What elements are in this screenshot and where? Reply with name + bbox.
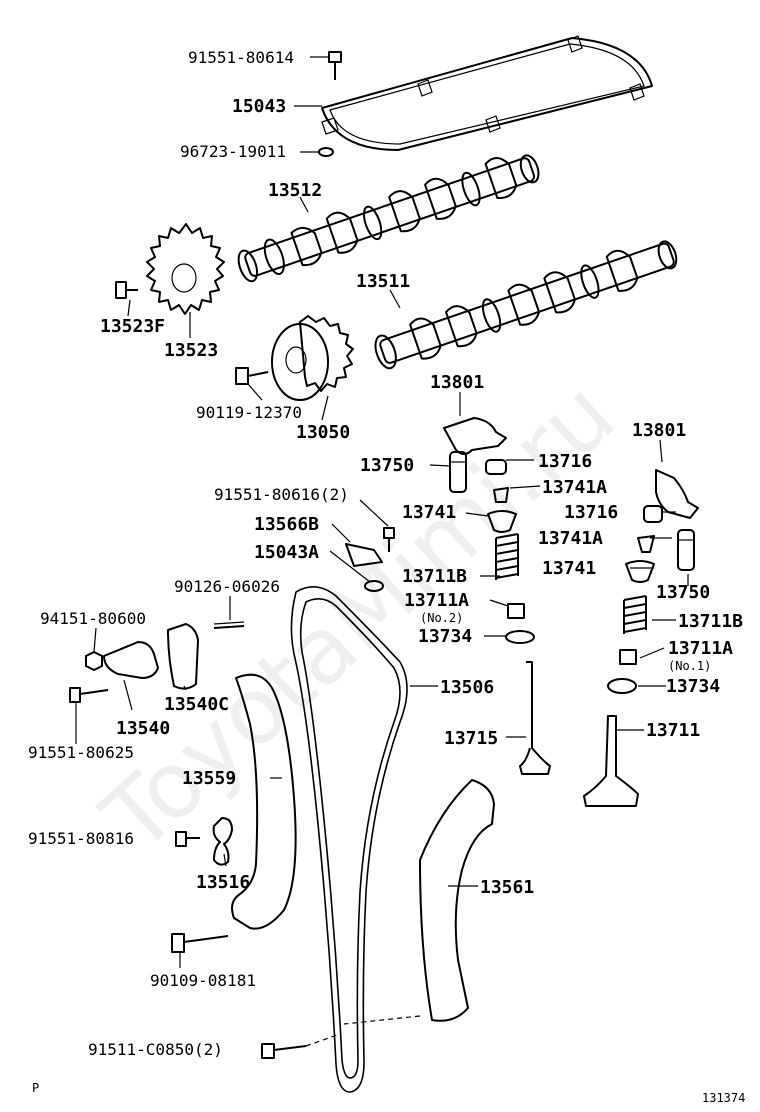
label-94151-80600: 94151-80600 [40, 609, 146, 628]
label-15043A: 15043A [254, 542, 319, 563]
camshaft-13512 [237, 154, 540, 283]
label-13566B: 13566B [254, 514, 319, 535]
label-13734-b: 13734 [666, 676, 720, 697]
label-13559: 13559 [182, 768, 236, 789]
label-13540C: 13540C [164, 694, 229, 715]
diagram-number: 131374 [702, 1091, 745, 1105]
label-13750-b: 13750 [656, 582, 710, 603]
stud-90126-06026 [213, 621, 245, 629]
valve-13715 [519, 661, 551, 775]
keeper-13741A-a [493, 487, 509, 503]
stem-seal-13711A-a [507, 603, 525, 619]
seal-washer-96723 [318, 147, 334, 157]
keeper-13741A-b [637, 535, 655, 553]
label-13512: 13512 [268, 180, 322, 201]
label-96723-19011: 96723-19011 [180, 142, 286, 161]
label-13523F: 13523F [100, 316, 165, 337]
camshaft-sprocket-13523 [146, 223, 225, 315]
chain-guide-13561 [419, 779, 495, 1022]
label-91551-80625: 91551-80625 [28, 743, 134, 762]
spring-13711B-a [495, 533, 519, 580]
label-13711A-b: 13711A [668, 638, 733, 659]
camshaft-13511 [374, 240, 678, 370]
retainer-13741-a [487, 510, 517, 533]
rocker-arm-13801-a [443, 417, 507, 455]
label-13711: 13711 [646, 720, 700, 741]
label-13741-b: 13741 [542, 558, 596, 579]
bolt-91511-C0850 [261, 1043, 307, 1059]
valve-13711 [583, 715, 639, 807]
label-13801-a: 13801 [430, 372, 484, 393]
bolt-91551-80625 [69, 687, 109, 703]
leader-lines [75, 56, 689, 1047]
label-13561: 13561 [480, 877, 534, 898]
label-13741A-b: 13741A [538, 528, 603, 549]
washer-13734-a [505, 630, 535, 644]
watermark-text: ToyotaMimi.ru [83, 361, 635, 873]
shim-13716-a [485, 459, 507, 475]
lash-adjuster-13750-b [677, 529, 695, 571]
label-13511: 13511 [356, 271, 410, 292]
cover-gasket [321, 35, 653, 151]
gasket-13540C [167, 623, 199, 690]
tensioner-arm-13559 [231, 673, 297, 930]
spring-13711B-b [623, 595, 647, 634]
label-13741-a: 13741 [402, 502, 456, 523]
bolt-91551-80816 [175, 831, 200, 847]
label-13716-a: 13716 [538, 451, 592, 472]
label-91511-C0850: 91511-C0850(2) [88, 1040, 223, 1059]
label-13711B-b: 13711B [678, 611, 743, 632]
vvt-gear-13050 [271, 315, 354, 401]
label-no1: (No.1) [668, 659, 711, 673]
bolt-91551-80616 [383, 527, 395, 552]
stem-seal-13711A-b [619, 649, 637, 665]
bolt-91551-80614 [328, 51, 342, 80]
timing-chain-13506 [290, 586, 408, 1093]
label-no2: (No.2) [420, 611, 463, 625]
label-13734-a: 13734 [418, 626, 472, 647]
label-13523: 13523 [164, 340, 218, 361]
label-91551-80616: 91551-80616(2) [214, 485, 349, 504]
label-90109-08181: 90109-08181 [150, 971, 256, 990]
corner-letter: P [32, 1081, 39, 1095]
label-13711A-a: 13711A [404, 590, 469, 611]
lash-adjuster-13750-a [449, 451, 467, 493]
label-13540: 13540 [116, 718, 170, 739]
label-13716-b: 13716 [564, 502, 618, 523]
retainer-13741-b [625, 560, 655, 583]
label-13711B-a: 13711B [402, 566, 467, 587]
label-13741A-a: 13741A [542, 477, 607, 498]
label-13506: 13506 [440, 677, 494, 698]
part-labels: 91551-80614 15043 96723-19011 13512 1351… [28, 48, 743, 1059]
rocker-arm-13801-b [655, 469, 699, 519]
nut-94151-80600 [85, 651, 103, 671]
bolt-90109-08181 [171, 933, 229, 953]
label-13715: 13715 [444, 728, 498, 749]
label-90119-12370: 90119-12370 [196, 403, 302, 422]
shim-13716-b [643, 505, 663, 523]
label-13801-b: 13801 [632, 420, 686, 441]
washer-13734-b [607, 678, 637, 694]
chain-guide-13566B [345, 543, 383, 567]
label-13050: 13050 [296, 422, 350, 443]
bolt-90119-12370 [235, 367, 269, 385]
label-15043: 15043 [232, 96, 286, 117]
gasket-15043A [364, 580, 384, 592]
label-91551-80614: 91551-80614 [188, 48, 294, 67]
label-90126-06026: 90126-06026 [174, 577, 280, 596]
bolt-13523F [115, 281, 138, 299]
label-91551-80816: 91551-80816 [28, 829, 134, 848]
chain-tensioner-13540 [103, 641, 159, 679]
label-13516: 13516 [196, 872, 250, 893]
clip-13516 [212, 817, 233, 866]
label-13750-a: 13750 [360, 455, 414, 476]
